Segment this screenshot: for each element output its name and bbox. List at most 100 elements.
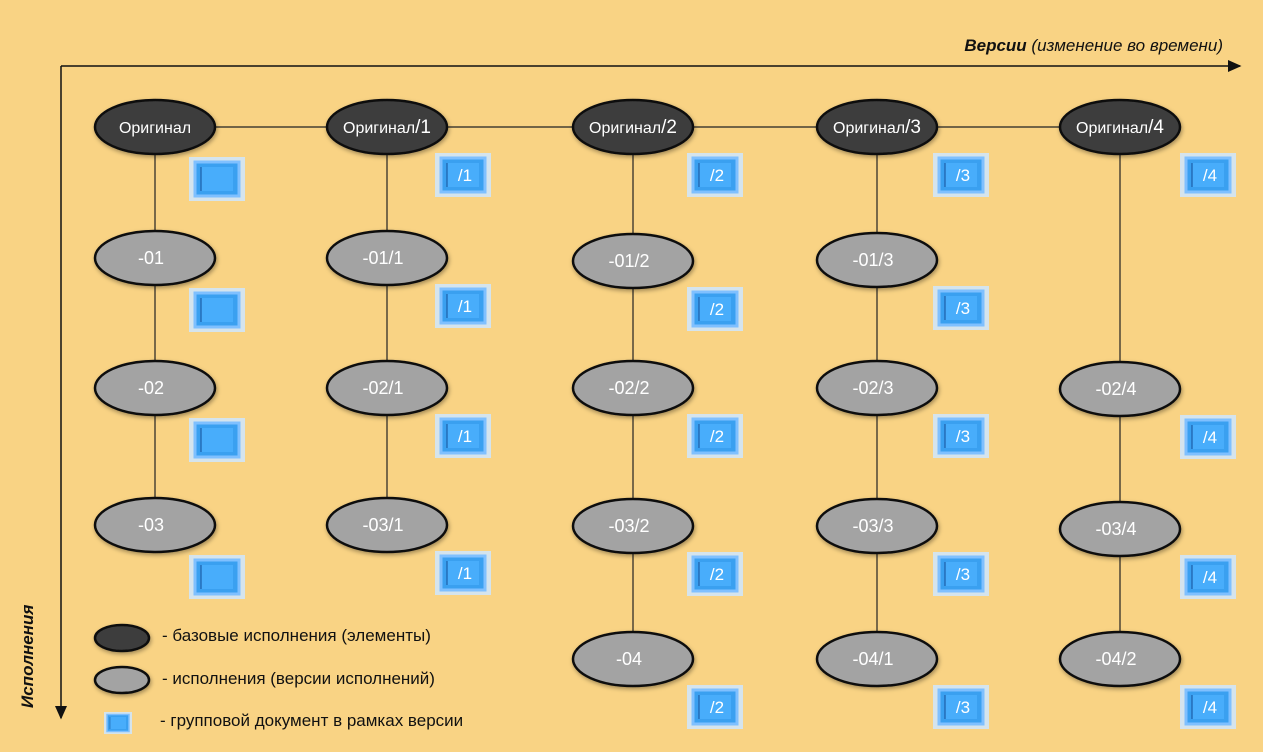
doc-inner xyxy=(201,428,233,452)
version-node-shape xyxy=(815,497,939,555)
x-axis-label-bold: Версии xyxy=(964,36,1027,55)
version-node: -02/4 xyxy=(1058,360,1182,418)
base-node-shape xyxy=(1058,98,1182,156)
doc-inner xyxy=(699,695,731,719)
base-node: Оригинал/1 xyxy=(325,98,449,156)
version-node: -02 xyxy=(93,359,217,417)
doc-label: /2 xyxy=(710,427,724,446)
group-doc xyxy=(189,288,245,332)
doc-inner xyxy=(699,297,731,321)
version-node-shape xyxy=(1058,500,1182,558)
x-axis-label-rest: (изменение во времени) xyxy=(1026,36,1223,55)
doc-inner xyxy=(447,163,479,187)
doc-label: /4 xyxy=(1203,568,1217,587)
version-node: -04/1 xyxy=(815,630,939,688)
base-node: Оригинал xyxy=(93,98,217,156)
version-node: -03/2 xyxy=(571,497,695,555)
base-node-shape xyxy=(93,98,217,156)
base-node-name: Оригинал xyxy=(343,120,415,137)
doc-label: /3 xyxy=(956,166,970,185)
base-node-suffix: /4 xyxy=(1148,117,1164,138)
base-node-shape xyxy=(571,98,695,156)
group-doc: /4 xyxy=(1180,415,1236,459)
version-node: -04/2 xyxy=(1058,630,1182,688)
group-doc: /2 xyxy=(687,287,743,331)
doc-label: /1 xyxy=(458,564,472,583)
version-node-shape xyxy=(93,229,217,287)
group-doc: /1 xyxy=(435,551,491,595)
version-node: -03/4 xyxy=(1058,500,1182,558)
base-node-name: Оригинал xyxy=(589,120,661,137)
version-node-label: -01/3 xyxy=(852,250,893,270)
version-node-label: -04 xyxy=(616,649,642,669)
doc-label: /3 xyxy=(956,299,970,318)
base-node: Оригинал/3 xyxy=(815,98,939,156)
doc-label: /3 xyxy=(956,698,970,717)
version-node: -01/3 xyxy=(815,231,939,289)
version-node-label: -03 xyxy=(138,515,164,535)
group-doc: /2 xyxy=(687,153,743,197)
doc-inner xyxy=(1192,425,1224,449)
base-node-name: Оригинал xyxy=(119,120,191,137)
base-node-shape xyxy=(815,98,939,156)
doc-inner xyxy=(1192,695,1224,719)
version-node-shape xyxy=(815,231,939,289)
base-node-suffix: /3 xyxy=(905,117,921,138)
version-node-shape xyxy=(93,496,217,554)
version-node-shape xyxy=(571,497,695,555)
version-node-label: -02/2 xyxy=(608,378,649,398)
version-node-label: -02/3 xyxy=(852,378,893,398)
version-node-shape xyxy=(325,496,449,554)
version-node-shape xyxy=(1058,630,1182,688)
group-doc: /2 xyxy=(687,685,743,729)
group-doc: /4 xyxy=(1180,685,1236,729)
base-node: Оригинал/4 xyxy=(1058,98,1182,156)
group-doc: /3 xyxy=(933,286,989,330)
group-doc: /2 xyxy=(687,414,743,458)
version-node-label: -04/2 xyxy=(1095,649,1136,669)
legend-marks xyxy=(93,623,151,734)
group-doc: /3 xyxy=(933,414,989,458)
group-doc xyxy=(189,555,245,599)
group-doc: /3 xyxy=(933,153,989,197)
group-doc: /4 xyxy=(1180,555,1236,599)
version-node: -02/1 xyxy=(325,359,449,417)
version-node-label: -02/1 xyxy=(362,378,403,398)
base-node-label: Оригинал xyxy=(119,120,191,137)
group-doc xyxy=(189,418,245,462)
legend-doc-mark xyxy=(104,712,132,734)
base-node-suffix: /2 xyxy=(661,117,677,138)
base-node-label: Оригинал/1 xyxy=(343,117,431,138)
nodes: Оригинал-01-02-03Оригинал/1-01/1-02/1-03… xyxy=(93,98,1182,688)
doc-inner xyxy=(1192,163,1224,187)
version-node: -02/3 xyxy=(815,359,939,417)
legend-doc-text: - групповой документ в рамках версии xyxy=(160,711,464,730)
version-node-label: -03/2 xyxy=(608,516,649,536)
base-node-shape xyxy=(325,98,449,156)
version-node-shape xyxy=(571,232,695,290)
doc-label: /3 xyxy=(956,565,970,584)
version-node-label: -01/2 xyxy=(608,251,649,271)
base-node-name: Оригинал xyxy=(1076,120,1148,137)
doc-inner xyxy=(699,562,731,586)
legend-base-text: - базовые исполнения (элементы) xyxy=(162,626,431,645)
version-node: -03/3 xyxy=(815,497,939,555)
doc-inner xyxy=(201,167,233,191)
group-doc: /1 xyxy=(435,414,491,458)
version-node-shape xyxy=(325,359,449,417)
version-node: -04 xyxy=(571,630,695,688)
group-doc xyxy=(189,157,245,201)
version-node-label: -02 xyxy=(138,378,164,398)
version-node-shape xyxy=(1058,360,1182,418)
version-node-label: -03/4 xyxy=(1095,519,1136,539)
group-documents: /1/1/1/1/2/2/2/2/2/3/3/3/3/3/4/4/4/4 xyxy=(189,153,1236,729)
doc-label: /4 xyxy=(1203,428,1217,447)
group-doc: /3 xyxy=(933,552,989,596)
base-node: Оригинал/2 xyxy=(571,98,695,156)
doc-inner xyxy=(945,562,977,586)
doc-inner xyxy=(945,695,977,719)
base-node-label: Оригинал/4 xyxy=(1076,117,1164,138)
doc-label: /2 xyxy=(710,166,724,185)
